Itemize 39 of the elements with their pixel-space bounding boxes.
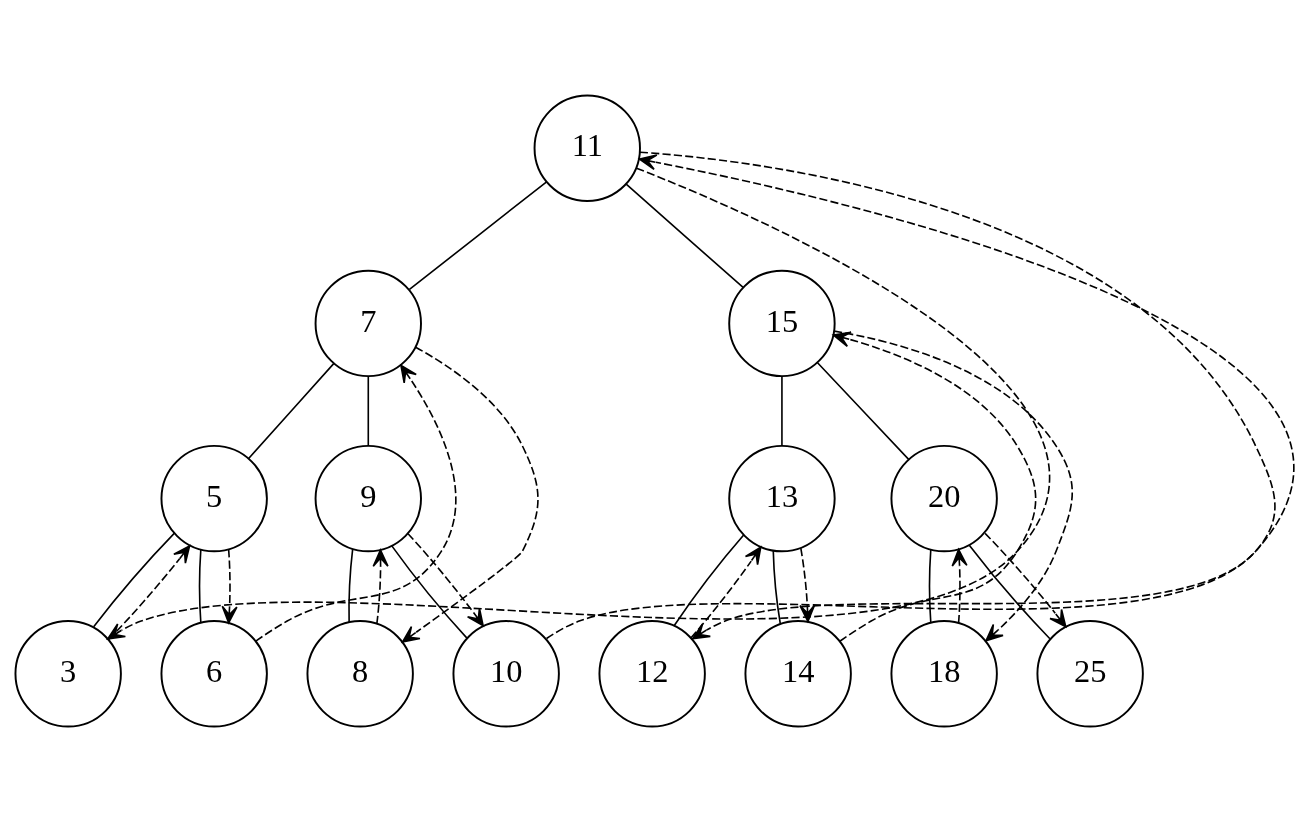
node-circle: 7 — [314, 269, 422, 378]
arrow — [401, 346, 539, 643]
connector — [781, 375, 783, 447]
node-circle: 10 — [452, 620, 560, 728]
node-circle: 3 — [14, 620, 122, 728]
node-circle: 25 — [1036, 620, 1144, 728]
node-circle: 12 — [598, 620, 706, 728]
node-circle: 6 — [160, 620, 268, 728]
arrow — [984, 532, 1067, 628]
node-circle: 14 — [744, 620, 852, 728]
node-circle: 20 — [890, 444, 998, 553]
connector — [198, 549, 202, 624]
node-circle: 13 — [728, 444, 836, 553]
connector — [247, 362, 335, 460]
connector — [816, 361, 910, 461]
node-circle: 8 — [306, 620, 414, 728]
node-circle: 9 — [314, 444, 422, 553]
connector — [968, 544, 1051, 640]
node-circle: 11 — [533, 94, 641, 202]
arrow — [254, 364, 457, 642]
connector — [625, 183, 744, 289]
connector — [928, 549, 932, 624]
connector — [772, 550, 782, 625]
arrow — [833, 330, 1073, 642]
node-circle: 15 — [728, 269, 836, 378]
arrow — [799, 547, 816, 623]
arrow — [221, 548, 238, 624]
connector — [348, 548, 354, 623]
arrow — [951, 548, 968, 624]
connector — [92, 532, 176, 628]
arrow — [832, 331, 1037, 643]
connector — [367, 375, 370, 447]
node-circle: 5 — [160, 444, 268, 553]
connector — [673, 534, 745, 627]
arrow — [407, 532, 484, 627]
node-circle: 18 — [890, 620, 998, 728]
connector — [408, 180, 548, 291]
arrow — [372, 549, 389, 625]
connector — [391, 545, 468, 640]
